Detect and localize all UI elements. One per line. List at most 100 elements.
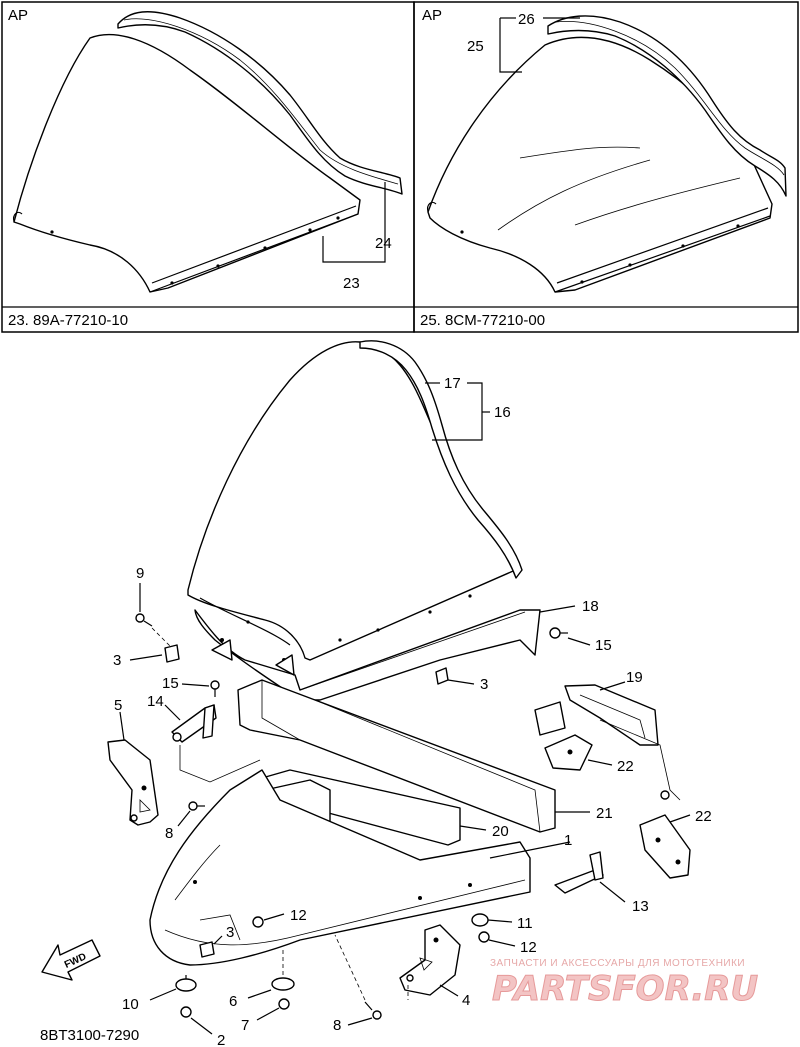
- callout-11: 11: [517, 915, 533, 932]
- callout-18: 18: [582, 598, 599, 615]
- leader-3b: [447, 679, 475, 685]
- leader-25-26: [499, 18, 522, 73]
- callout-16: 16: [494, 404, 511, 421]
- callout-2: 2: [217, 1032, 225, 1047]
- assembly-line-8: [334, 934, 366, 1001]
- nut-3-mid: [435, 667, 449, 685]
- callout-8b: 8: [333, 1017, 341, 1034]
- bracket-13: [554, 851, 604, 894]
- panel-header: AP: [422, 7, 442, 24]
- trim-26: [547, 15, 787, 197]
- nut-3-lower: [199, 941, 215, 958]
- callout-17: 17: [444, 375, 461, 392]
- leader-12a: [263, 913, 285, 921]
- callout-5: 5: [114, 697, 122, 714]
- callout-6: 6: [229, 993, 237, 1010]
- leader-1: [489, 841, 571, 859]
- stay-19: [534, 684, 681, 801]
- grommet-11: [471, 913, 489, 927]
- callout-4: 4: [462, 992, 470, 1009]
- callout-13: 13: [632, 898, 649, 915]
- top-right-panel: AP 25. 8CM-77210-00 26 25: [413, 1, 799, 333]
- panel-caption: 25. 8CM-77210-00: [420, 312, 545, 329]
- callout-14: 14: [147, 693, 164, 710]
- callout-20: 20: [492, 823, 509, 840]
- callout-8a: 8: [165, 825, 173, 842]
- leader-15a: [181, 683, 210, 687]
- callout-24: 24: [375, 235, 392, 252]
- bracket-14: [171, 704, 217, 743]
- screw-8-bottom: [364, 1001, 382, 1020]
- nut-2: [180, 1006, 192, 1018]
- leader-10: [149, 988, 177, 1001]
- callout-15a: 15: [162, 675, 179, 692]
- callout-10: 10: [122, 996, 139, 1013]
- callout-21: 21: [596, 805, 613, 822]
- leader-3c: [213, 935, 223, 945]
- bolt-15-right: [549, 627, 568, 639]
- leader-19: [599, 681, 626, 691]
- windshield-23: [13, 33, 361, 293]
- assembly-line: [151, 627, 171, 647]
- leader-3a: [129, 654, 163, 661]
- lower-cowling-1: [149, 769, 531, 966]
- panel-frame: [413, 1, 799, 333]
- leader-4: [439, 984, 459, 997]
- callout-25: 25: [467, 38, 484, 55]
- screw-8-left: [188, 801, 205, 811]
- leader-8b: [347, 1017, 373, 1026]
- callout-12b: 12: [520, 939, 537, 956]
- leader-11: [487, 919, 513, 923]
- bracket-22-upper: [544, 734, 593, 771]
- callout-3c: 3: [226, 924, 234, 941]
- leader-20: [459, 825, 487, 831]
- main-exploded-view: 17 16 18 15 3 9: [40, 340, 712, 1047]
- leader-18: [539, 605, 576, 613]
- leader-23-24: [322, 182, 386, 263]
- watermark-subtitle: ЗАПЧАСТИ И АКСЕССУАРЫ ДЛЯ МОТОТЕХНИКИ: [490, 958, 745, 969]
- callout-12a: 12: [290, 907, 307, 924]
- leader-12b: [488, 939, 516, 947]
- callout-26: 26: [518, 11, 535, 28]
- callout-22a: 22: [617, 758, 634, 775]
- leader-22b: [669, 814, 691, 823]
- callout-3a: 3: [113, 652, 121, 669]
- nut-3-upper: [164, 644, 180, 663]
- bracket-5: [107, 739, 159, 826]
- callout-3b: 3: [480, 676, 488, 693]
- callout-1: 1: [564, 832, 572, 849]
- assembly-line-14: [179, 745, 261, 783]
- nut-12-right: [478, 931, 490, 943]
- watermark: ЗАПЧАСТИ И АКСЕССУАРЫ ДЛЯ МОТОТЕХНИКИ PA…: [490, 958, 759, 1010]
- nut-7: [278, 998, 290, 1010]
- leader-22a: [587, 759, 613, 766]
- callout-19: 19: [626, 669, 643, 686]
- forward-arrow-icon: FWD: [41, 939, 101, 981]
- callout-7: 7: [241, 1017, 249, 1034]
- air-duct-21: [237, 679, 556, 833]
- bolt-15-left: [210, 680, 220, 697]
- leader-5: [119, 711, 125, 741]
- callout-22b: 22: [695, 808, 712, 825]
- grommet-10: [175, 975, 197, 992]
- screw-9: [135, 613, 153, 627]
- panel-header: AP: [8, 7, 28, 24]
- windshield-25: [427, 36, 773, 293]
- callout-9: 9: [136, 565, 144, 582]
- callout-23: 23: [343, 275, 360, 292]
- bracket-4: [399, 924, 461, 996]
- leader-8a: [177, 810, 191, 827]
- top-left-panel: AP 23. 89A-77210-10 24 23: [1, 1, 415, 333]
- leader-15b: [567, 637, 591, 646]
- diagram-code: 8BT3100-7290: [40, 1027, 139, 1044]
- leader-2: [190, 1017, 213, 1035]
- leader-6: [247, 989, 272, 999]
- nut-12-left: [252, 916, 264, 928]
- leader-14: [164, 704, 181, 721]
- trim-24: [117, 11, 403, 195]
- watermark-logo: PARTSFOR.RU: [492, 969, 758, 1009]
- bracket-22-lower: [639, 814, 691, 879]
- leader-13: [599, 881, 626, 903]
- callout-15b: 15: [595, 637, 612, 654]
